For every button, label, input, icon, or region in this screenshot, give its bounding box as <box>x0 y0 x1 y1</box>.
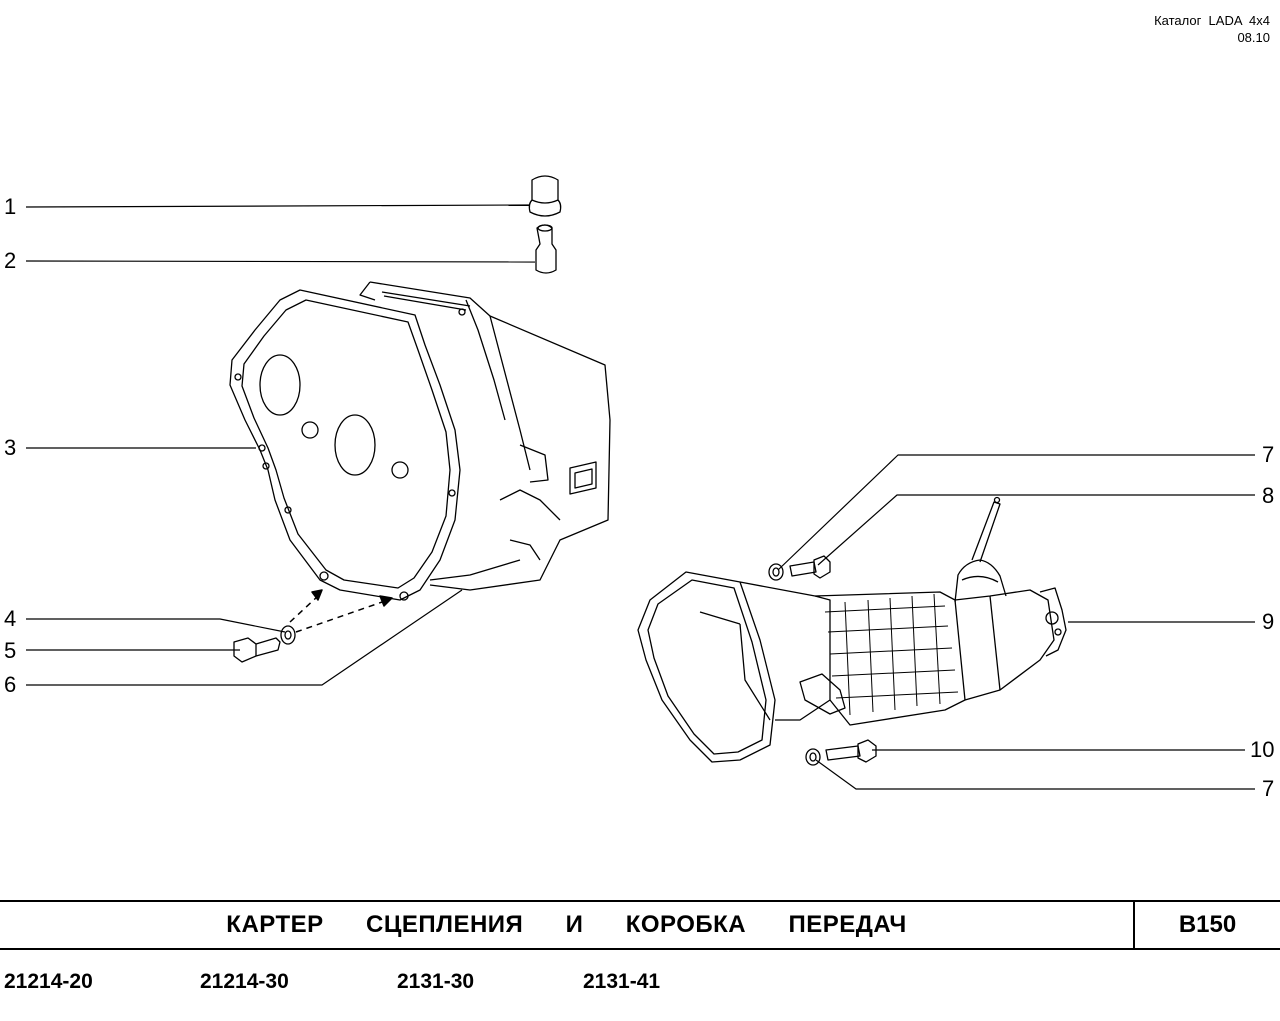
leader-4 <box>26 618 286 633</box>
part-2-pin <box>535 224 557 274</box>
part-10-bolt <box>825 739 877 763</box>
model-item: 2131-41 <box>583 970 661 993</box>
callout-6: 6 <box>4 672 17 697</box>
part-3-clutch-housing <box>229 281 611 601</box>
callout-5: 5 <box>4 638 17 663</box>
catalog-header: Каталог LADA 4x4 08.10 <box>1154 12 1270 46</box>
callout-1: 1 <box>4 194 17 219</box>
part-5-bolt <box>233 637 281 663</box>
part-7-washer-top <box>768 563 784 581</box>
callout-7-bottom: 7 <box>1262 776 1275 801</box>
page-title: КАРТЕР СЦЕПЛЕНИЯ И КОРОБКА ПЕРЕДАЧ <box>226 911 907 938</box>
callout-4: 4 <box>4 606 17 631</box>
catalog-date: 08.10 <box>1237 30 1270 45</box>
part-9-gearbox <box>637 496 1067 763</box>
callout-7-top: 7 <box>1262 442 1275 467</box>
leader-6 <box>26 589 463 686</box>
part-1-cap <box>528 175 562 217</box>
callout-10: 10 <box>1250 737 1275 762</box>
callout-9: 9 <box>1262 609 1275 634</box>
model-item: 2131-30 <box>397 970 475 993</box>
parts-drawing <box>25 175 1255 790</box>
title-bar: КАРТЕР СЦЕПЛЕНИЯ И КОРОБКА ПЕРЕДАЧ В150 <box>0 900 1280 950</box>
leader-lines-right <box>777 454 1255 790</box>
model-item: 21214-20 <box>4 970 93 993</box>
assembly-arrows <box>289 589 393 633</box>
model-item: 21214-30 <box>200 970 289 993</box>
page-code: В150 <box>1178 911 1237 938</box>
leader-7a <box>777 454 1255 571</box>
catalog-name: Каталог LADA 4x4 <box>1154 13 1270 28</box>
callout-2: 2 <box>4 248 17 273</box>
callout-3: 3 <box>4 435 17 460</box>
part-8-bolt <box>789 555 831 579</box>
title-divider <box>1133 902 1135 948</box>
leader-7b <box>815 759 1255 790</box>
part-7-washer-bottom <box>805 748 821 766</box>
callout-8: 8 <box>1262 483 1275 508</box>
leader-2 <box>25 260 536 263</box>
leader-8 <box>817 494 1255 566</box>
leader-1 <box>25 204 531 208</box>
part-4-washer <box>280 625 296 645</box>
leader-lines-left <box>25 204 536 686</box>
